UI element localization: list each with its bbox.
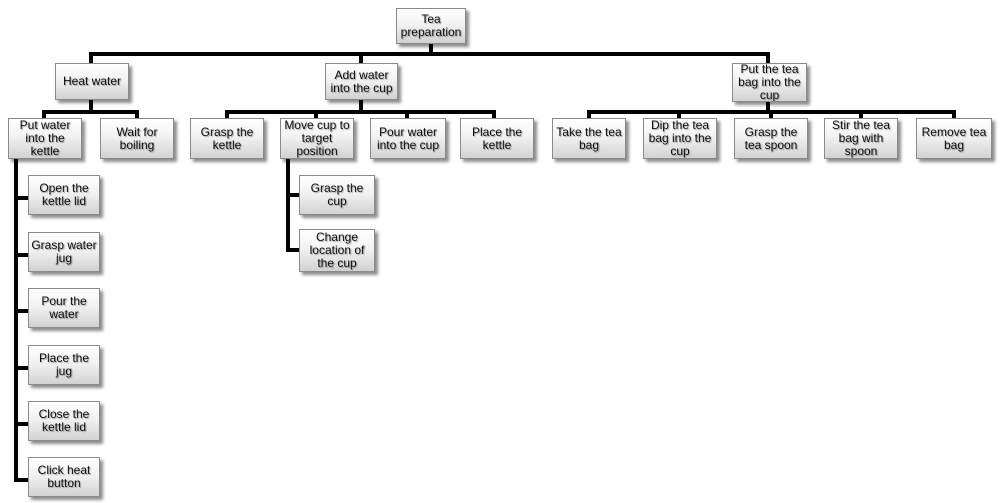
node-heat-water: Heat water xyxy=(55,63,129,100)
node-step-grasp-jug: Grasp water jug xyxy=(28,232,100,272)
node-step-change-location: Change location of the cup xyxy=(299,229,375,272)
node-put-water-kettle: Put water into the kettle xyxy=(8,118,82,159)
node-step-close-lid: Close the kettle lid xyxy=(28,401,100,441)
node-move-cup: Move cup to target position xyxy=(280,118,354,159)
node-add-water: Add water into the cup xyxy=(325,63,398,100)
node-dip-tea-bag: Dip the tea bag into the cup xyxy=(643,118,717,159)
node-step-grasp-cup: Grasp the cup xyxy=(299,175,375,215)
node-step-pour-water: Pour the water xyxy=(28,288,100,328)
node-wait-boiling: Wait for boiling xyxy=(100,118,174,159)
node-step-place-jug: Place the jug xyxy=(28,345,100,385)
node-step-click-heat: Click heat button xyxy=(28,457,100,497)
node-put-tea-bag: Put the tea bag into the cup xyxy=(732,63,807,102)
node-stir-tea-bag: Stir the tea bag with spoon xyxy=(824,118,898,159)
node-tea-preparation: Tea preparation xyxy=(396,8,466,44)
node-take-tea-bag: Take the tea bag xyxy=(552,118,626,159)
node-place-kettle: Place the kettle xyxy=(460,118,534,159)
node-step-open-lid: Open the kettle lid xyxy=(28,175,100,215)
node-remove-tea-bag: Remove tea bag xyxy=(916,118,992,159)
node-grasp-tea-spoon: Grasp the tea spoon xyxy=(734,118,808,159)
node-grasp-kettle: Grasp the kettle xyxy=(190,118,264,159)
node-pour-water-cup: Pour water into the cup xyxy=(370,118,446,159)
